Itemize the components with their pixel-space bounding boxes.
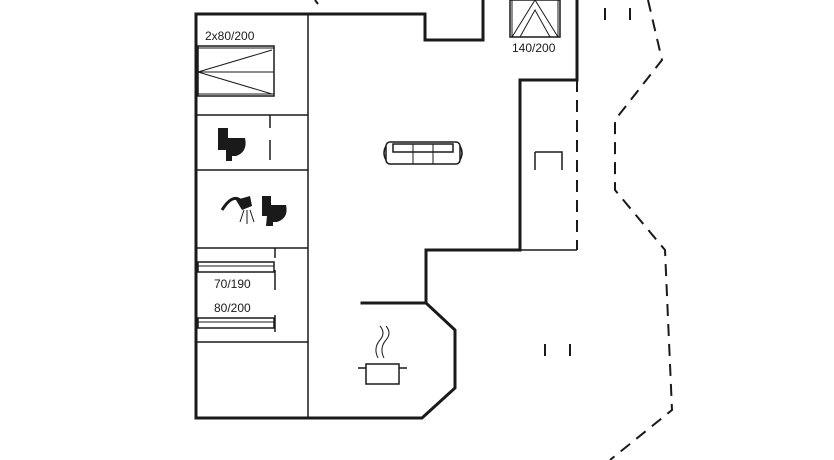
bed-icon (197, 45, 275, 97)
sofa-icon (383, 141, 463, 165)
outer-walls (194, 0, 579, 420)
bed-size-label: 2x80/200 (205, 29, 255, 43)
bed-size-label: 140/200 (512, 41, 556, 55)
bed-size-label: 70/190 (214, 277, 251, 291)
toilet-icon (218, 128, 246, 161)
toilet-icon (262, 196, 287, 226)
bed-size-label: 80/200 (214, 301, 251, 315)
shower-icon (220, 196, 255, 224)
terrace-outline (314, 0, 674, 460)
bed-icon (197, 261, 275, 273)
bed-icon (509, 0, 561, 38)
interior-walls (196, 14, 577, 418)
bed-icon (197, 317, 275, 329)
cooking-pot-icon (358, 325, 407, 385)
